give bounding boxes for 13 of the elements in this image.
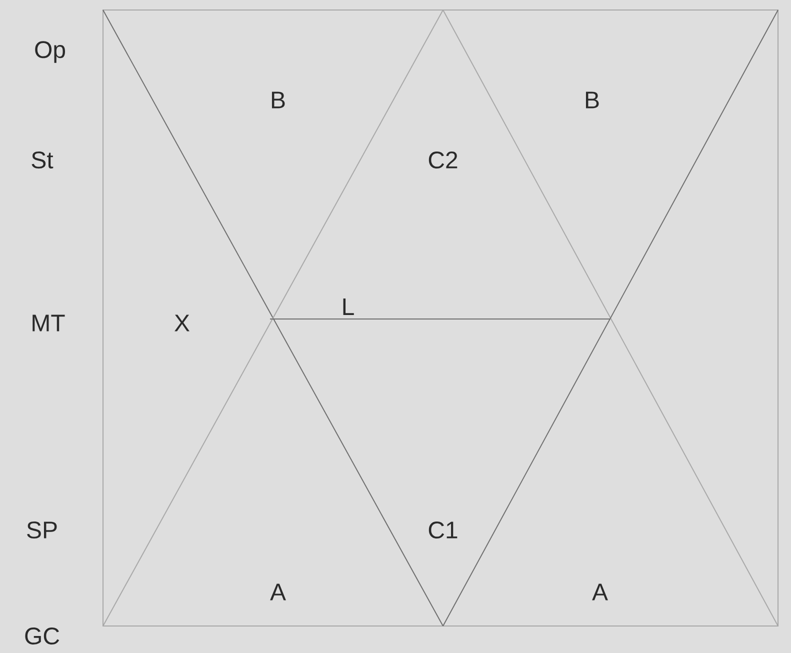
region-label: St	[32, 152, 54, 168]
region-label: C1	[428, 522, 458, 538]
region-label: B	[272, 92, 285, 108]
region-label: MT	[32, 314, 65, 332]
region-label: B	[586, 92, 599, 108]
region-label: SP	[27, 522, 57, 538]
region-label: X	[174, 314, 190, 332]
region-label: A	[592, 584, 608, 600]
region-label: L	[343, 298, 354, 315]
region-label: Op	[35, 41, 65, 63]
region-label: GC	[25, 628, 60, 644]
region-label: C2	[428, 152, 458, 168]
region-label: A	[270, 584, 286, 600]
